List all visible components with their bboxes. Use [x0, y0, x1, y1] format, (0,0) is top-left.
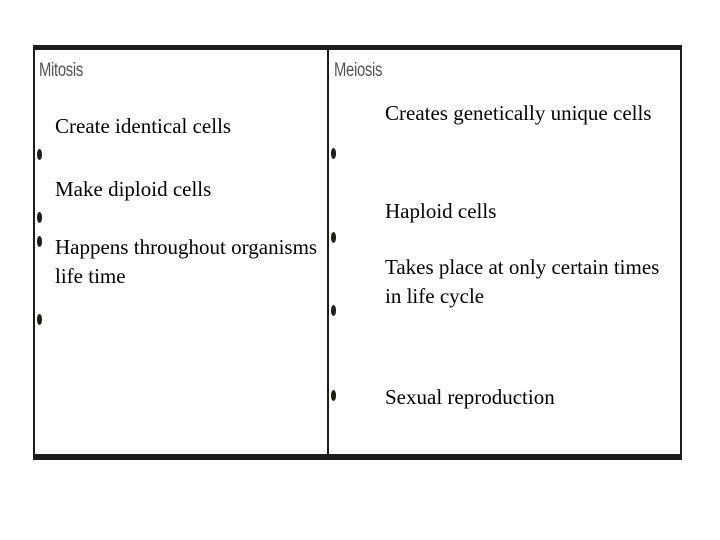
mitosis-meiosis-comparison-table: Mitosis Create identical cells Make dipl…	[33, 45, 682, 460]
list-item-text: Create identical cells	[55, 114, 232, 138]
list-item: Creates genetically unique cells	[329, 99, 676, 159]
oval-bullet-icon	[331, 305, 336, 316]
oval-bullet-icon	[37, 149, 42, 160]
bullet-list-mitosis: Create identical cells Make diploid cell…	[35, 50, 327, 454]
list-item: Happens throughout organisms life time	[35, 233, 323, 291]
oval-bullet-icon	[331, 390, 336, 401]
oval-bullet-icon	[331, 148, 336, 159]
oval-bullet-icon	[37, 314, 42, 325]
bullet-list-meiosis: Creates genetically unique cells Haploid…	[329, 50, 680, 454]
list-item-text: Takes place at only certain times in lif…	[385, 255, 660, 308]
oval-bullet-icon	[331, 232, 336, 243]
table-column-meiosis: Meiosis Creates genetically unique cells…	[329, 50, 680, 454]
column-header-meiosis: Meiosis	[334, 60, 383, 81]
list-item-text: Creates genetically unique cells	[385, 101, 652, 125]
table-column-mitosis: Mitosis Create identical cells Make dipl…	[35, 50, 329, 454]
column-header-mitosis: Mitosis	[39, 60, 83, 81]
list-item: Make diploid cells	[35, 175, 323, 223]
list-item	[35, 310, 323, 325]
list-item-text: Sexual reproduction	[385, 385, 555, 409]
oval-bullet-icon	[37, 212, 42, 223]
list-item: Sexual reproduction	[329, 383, 676, 412]
list-item: Create identical cells	[35, 112, 323, 160]
list-item-text: Haploid cells	[385, 199, 497, 223]
oval-bullet-icon	[37, 236, 42, 247]
list-item: Takes place at only certain times in lif…	[329, 253, 676, 316]
list-item-text: Happens throughout organisms life time	[55, 235, 318, 288]
list-item: Haploid cells	[329, 197, 676, 243]
list-item-text: Make diploid cells	[55, 177, 212, 201]
